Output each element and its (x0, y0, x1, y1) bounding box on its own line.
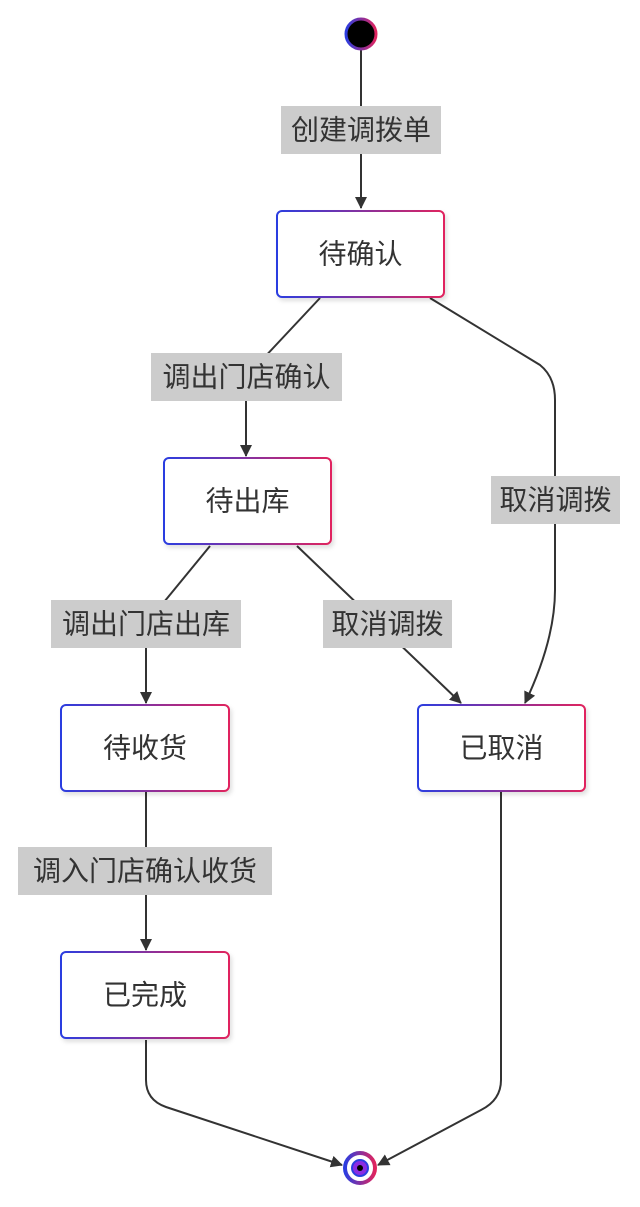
edge-label-bg (18, 847, 272, 895)
edge-completed-to-end (145, 1040, 343, 1168)
edge-cancelled-to-end (377, 792, 502, 1166)
state-label: 待出库 (205, 485, 289, 518)
state-label: 已完成 (103, 979, 187, 1012)
state-label: 已取消 (459, 732, 543, 765)
edge-label-bg (151, 353, 342, 401)
edge-label-in-store-receive: 调入门店确认收货 (18, 847, 272, 895)
end-node (343, 1151, 377, 1185)
state-box (163, 457, 332, 545)
edge-label-bg (281, 106, 441, 154)
state-label: 待收货 (103, 732, 187, 765)
state-completed: 已完成 (60, 951, 230, 1039)
edge-label-bg (491, 476, 620, 524)
edge-labels: 创建调拨单 调出门店确认 取消调拨 调出门店出库 取消调拨 调入门店确认收货 (18, 106, 620, 895)
edge-label-bg (323, 600, 452, 648)
start-node (344, 17, 378, 51)
edge-label-text: 调出门店出库 (62, 608, 230, 641)
edge-label-text: 调入门店确认收货 (33, 855, 257, 888)
state-box (276, 210, 445, 298)
state-box (60, 704, 230, 792)
state-box (60, 951, 230, 1039)
edge-label-text: 调出门店确认 (162, 361, 330, 394)
state-pending-receipt: 待收货 (60, 704, 230, 792)
start-node-circle (344, 17, 378, 51)
state-pending-confirm: 待确认 (276, 210, 445, 298)
edge-label-text: 取消调拨 (499, 484, 611, 517)
edge-label-out-store-confirm: 调出门店确认 (151, 353, 342, 401)
end-node-core (357, 1165, 363, 1171)
state-label: 待确认 (318, 238, 402, 271)
state-pending-outbound: 待出库 (163, 457, 332, 545)
edge-label-create: 创建调拨单 (281, 106, 441, 154)
edge-label-cancel-from-confirm: 取消调拨 (491, 476, 620, 524)
edge-label-text: 取消调拨 (331, 608, 443, 641)
edge-label-text: 创建调拨单 (291, 114, 431, 147)
edge-pending-confirm-to-cancelled (429, 297, 556, 704)
state-cancelled: 已取消 (417, 704, 586, 792)
state-box (417, 704, 586, 792)
edge-label-out-store-ship: 调出门店出库 (51, 600, 241, 648)
edge-label-bg (51, 600, 241, 648)
edge-label-cancel-from-outbound: 取消调拨 (323, 600, 452, 648)
